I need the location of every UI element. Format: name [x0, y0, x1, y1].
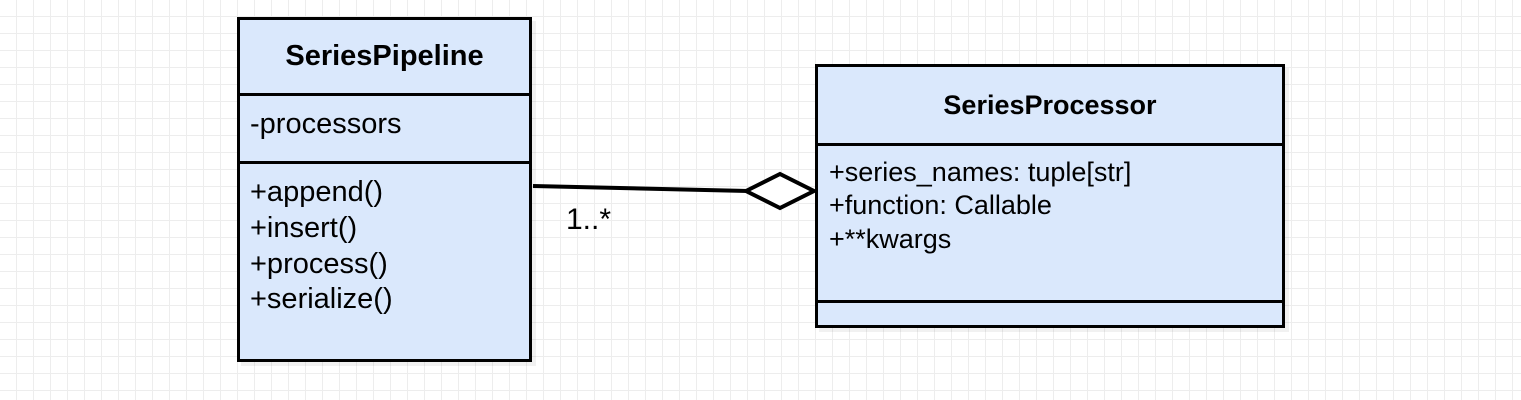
method-item: +append() — [250, 176, 384, 208]
methods-compartment-series-processor — [818, 303, 1282, 325]
attributes-compartment-series-processor: +series_names: tuple[str] +function: Cal… — [818, 146, 1282, 303]
uml-class-series-processor[interactable]: SeriesProcessor +series_names: tuple[str… — [815, 64, 1285, 328]
uml-class-series-pipeline[interactable]: SeriesPipeline -processors +append() +in… — [237, 17, 532, 362]
method-item: +serialize() — [250, 283, 393, 316]
method-item: +process() — [250, 247, 388, 280]
multiplicity-label-source: 1..* — [566, 203, 612, 236]
methods-compartment-series-pipeline: +append() +insert() +process() +serializ… — [240, 164, 529, 359]
association-line — [532, 184, 749, 193]
attributes-compartment-series-pipeline: -processors — [240, 96, 529, 164]
attribute-item: +function: Callable — [829, 190, 1052, 221]
attribute-item: +**kwargs — [829, 223, 952, 254]
attribute-item: -processors — [250, 108, 402, 140]
class-name-series-processor: SeriesProcessor — [818, 67, 1282, 146]
hollow-diamond-icon — [741, 171, 819, 211]
class-name-series-pipeline: SeriesPipeline — [240, 20, 529, 96]
method-item: +insert() — [250, 211, 358, 244]
attribute-item: +series_names: tuple[str] — [829, 157, 1132, 187]
